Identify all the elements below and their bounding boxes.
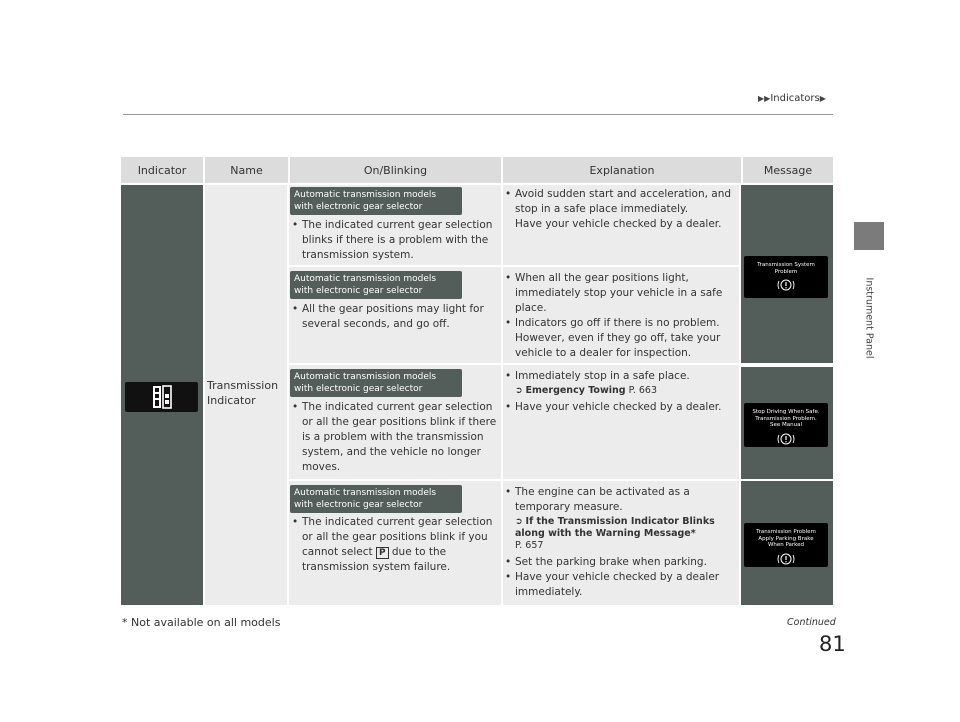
message-line: Transmission Problem	[756, 529, 816, 535]
model-badge: Automatic transmission models with elect…	[290, 369, 462, 397]
on-blinking-line: The indicated current gear selection or …	[302, 516, 493, 558]
transmission-gear-glyph	[153, 385, 172, 409]
column-header-name: Name	[203, 157, 288, 183]
section-tab-text: Instrument Panel	[863, 277, 875, 359]
section-tab-marker	[854, 222, 884, 250]
message-line: When Parked	[767, 542, 805, 548]
explanation-text: Immediately stop in a safe place. ➲Emerg…	[505, 369, 735, 415]
explanation-bullet: Indicators go off if there is no problem…	[505, 316, 735, 361]
on-blinking-bullet: All the gear positions may light for sev…	[292, 302, 497, 332]
breadcrumb-label: Indicators	[770, 93, 820, 104]
transmission-gear-icon	[125, 382, 198, 412]
footnote: * Not available on all models	[122, 616, 281, 629]
breadcrumb-arrow-icon: ▶▶	[758, 94, 771, 103]
breadcrumb: ▶▶Indicators▶	[758, 93, 826, 104]
explanation-line: Avoid sudden start and acceleration, and…	[515, 188, 732, 215]
continued-label: Continued	[787, 617, 836, 628]
model-badge: Automatic transmission models with elect…	[290, 271, 462, 299]
on-blinking-text: The indicated current gear selection bli…	[292, 218, 497, 263]
explanation-bullet: When all the gear positions light, immed…	[505, 271, 735, 316]
explanation-text: When all the gear positions light, immed…	[505, 271, 735, 361]
explanation-bullet: Have your vehicle checked by a dealer.	[505, 400, 735, 415]
reference-page: P. 663	[628, 385, 657, 396]
message-display: Stop Driving When Safe. Transmission Pro…	[744, 403, 828, 447]
on-blinking-text: The indicated current gear selection or …	[292, 515, 497, 575]
column-header-indicator: Indicator	[121, 157, 203, 183]
explanation-bullet: Immediately stop in a safe place.	[505, 369, 735, 384]
message-display: Transmission Problem Apply Parking Brake…	[744, 523, 828, 567]
indicator-cell	[121, 185, 203, 605]
on-blinking-text: All the gear positions may light for sev…	[292, 302, 497, 332]
on-blinking-text: The indicated current gear selection or …	[292, 400, 497, 475]
page-number: 81	[819, 632, 846, 656]
reference-page: P. 657	[515, 540, 544, 551]
cross-reference: ➲If the Transmission Indicator Blinks al…	[505, 516, 735, 552]
message-line: Transmission Problem.	[755, 415, 817, 422]
message-line: See Manual	[770, 422, 802, 428]
column-header-on-blinking: On/Blinking	[288, 157, 501, 183]
reference-arrow-icon: ➲	[515, 517, 523, 527]
cross-reference: ➲Emergency Towing P. 663	[505, 385, 735, 397]
on-blinking-bullet: The indicated current gear selection bli…	[292, 218, 497, 263]
column-header-message: Message	[741, 157, 833, 183]
explanation-bullet: Avoid sudden start and acceleration, and…	[505, 187, 735, 232]
on-blinking-bullet: The indicated current gear selection or …	[292, 400, 497, 475]
column-header-explanation: Explanation	[501, 157, 741, 183]
on-blinking-line: due to the transmission system failure.	[302, 546, 451, 573]
section-tab-label: Instrument Panel	[860, 258, 878, 378]
transmission-warning-icon	[777, 433, 795, 444]
explanation-text: Avoid sudden start and acceleration, and…	[505, 187, 735, 232]
name-cell	[205, 185, 287, 605]
on-blinking-bullet: The indicated current gear selection or …	[292, 515, 497, 575]
message-line: Transmission System	[757, 262, 815, 268]
breadcrumb-arrow-icon: ▶	[819, 94, 826, 103]
message-line: Apply Parking Brake	[758, 535, 814, 542]
reference-arrow-icon: ➲	[515, 386, 523, 396]
reference-title: If the Transmission Indicator Blinks alo…	[515, 516, 715, 539]
message-display: Transmission System Problem	[744, 256, 828, 298]
model-badge: Automatic transmission models with elect…	[290, 485, 462, 513]
top-rule	[123, 114, 833, 115]
explanation-bullet: Set the parking brake when parking.	[505, 555, 735, 570]
explanation-line: Have your vehicle checked by a dealer.	[515, 218, 722, 230]
explanation-bullet: The engine can be activated as a tempora…	[505, 485, 735, 515]
park-key-icon: P	[375, 547, 389, 559]
indicator-name: Transmission Indicator	[207, 379, 279, 407]
model-badge: Automatic transmission models with elect…	[290, 187, 462, 215]
explanation-cell	[503, 365, 739, 479]
transmission-warning-icon	[777, 279, 795, 291]
message-line: Stop Driving When Safe.	[752, 409, 820, 415]
reference-title: Emergency Towing	[525, 385, 626, 396]
explanation-bullet: Have your vehicle checked by a dealer im…	[505, 570, 735, 600]
message-line: Problem	[774, 268, 798, 275]
explanation-text: The engine can be activated as a tempora…	[505, 485, 735, 600]
transmission-warning-icon	[777, 553, 795, 564]
